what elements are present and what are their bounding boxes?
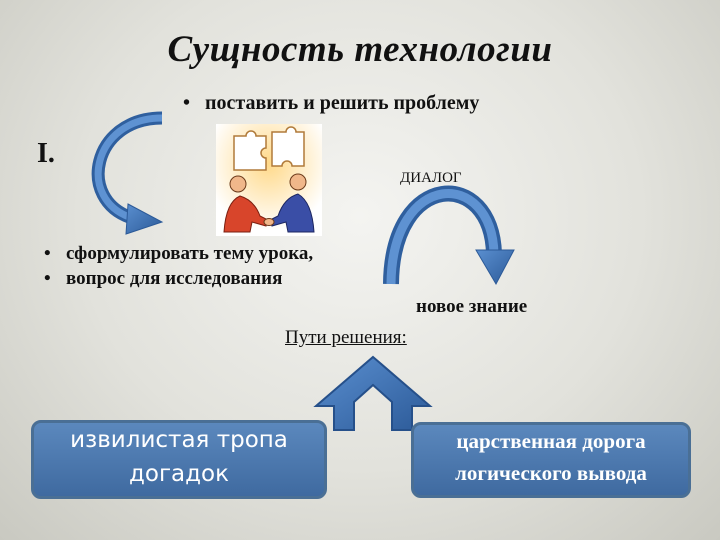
left-box-line1: извилистая тропа: [70, 427, 288, 453]
problem-bullet: • поставить и решить проблему: [183, 92, 479, 115]
problem-bullet-text: поставить и решить проблему: [205, 92, 480, 114]
puzzle-handshake-drawing: [216, 124, 322, 236]
new-knowledge-label: новое знание: [416, 296, 528, 317]
right-solution-box: царственная дорога логического вывода: [411, 422, 691, 498]
bullet-dot: •: [44, 243, 51, 264]
left-solution-box: извилистая тропа догадок: [31, 420, 327, 499]
slide-title: Сущность технологии: [167, 29, 553, 70]
right-box-line2: логического вывода: [455, 461, 647, 485]
bullet-dot: •: [183, 92, 191, 114]
ways-heading: Пути решения:: [285, 327, 407, 348]
dialog-arc-arrow-icon: [383, 185, 515, 286]
bullet-topic: • сформулировать тему урока,: [44, 243, 313, 265]
split-chevron-arrow-icon: [313, 355, 433, 431]
bullet-dot: •: [44, 268, 51, 289]
curved-arrow-icon: [91, 111, 164, 235]
roman-numeral: I.: [37, 138, 55, 169]
bullet-topic-text: сформулировать тему урока,: [66, 243, 314, 264]
right-box-line1: царственная дорога: [456, 429, 646, 453]
bullet-question-text: вопрос для исследования: [66, 268, 283, 289]
puzzle-handshake-illustration: [216, 124, 322, 236]
dialog-label: ДИАЛОГ: [400, 170, 462, 186]
left-box-line2: догадок: [128, 461, 230, 487]
bullet-question: • вопрос для исследования: [44, 268, 282, 290]
